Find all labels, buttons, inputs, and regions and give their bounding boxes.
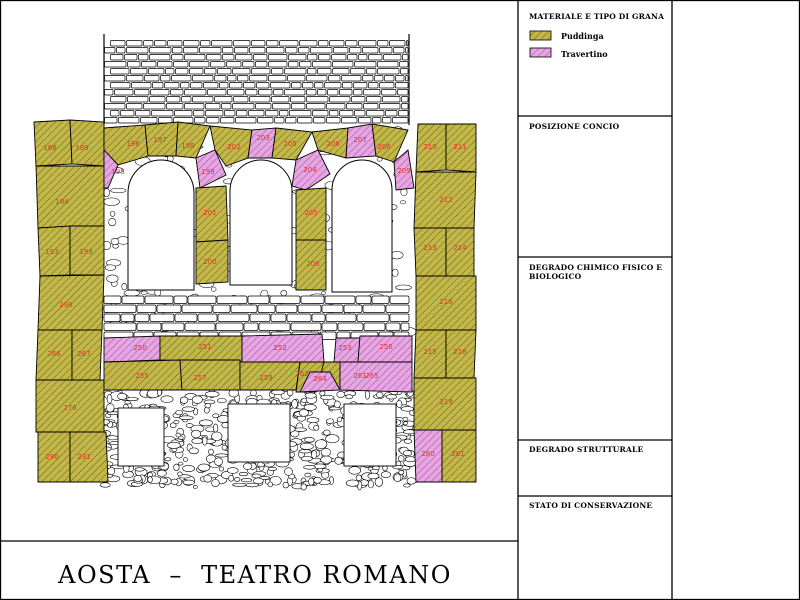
stone-label-s15: 195 xyxy=(111,168,124,176)
legend-label-puddinga: Puddinga xyxy=(561,31,604,41)
stone-label-s49: 265 xyxy=(365,372,378,380)
legend-swatch-puddinga xyxy=(529,30,552,41)
panel-title-stato: STATO DI CONSERVAZIONE xyxy=(529,501,652,510)
panel-title-degrado-strutturale: DEGRADO STRUTTURALE xyxy=(529,445,643,454)
stone-label-s42: 255 xyxy=(135,372,148,380)
stone-label-s8: 267 xyxy=(77,350,90,358)
stone-label-s4: 193 xyxy=(45,248,58,256)
stone-label-s32: 213 xyxy=(423,244,436,252)
stone-label-s5: 193 xyxy=(79,248,92,256)
stone-label-s33: 214 xyxy=(453,244,467,252)
stone-s44 xyxy=(179,359,241,391)
stone-label-s27: 205 xyxy=(304,209,317,217)
stone-s1 xyxy=(33,119,73,167)
arch-window-3 xyxy=(331,159,393,293)
stone-s17 xyxy=(209,125,253,167)
arch-window-1 xyxy=(127,159,195,291)
stone-label-s51: 281 xyxy=(451,450,464,458)
stone-label-s38: 250 xyxy=(133,344,146,352)
stone-s18 xyxy=(247,127,277,159)
legend-heading: MATERIALE E TIPO DI GRANA xyxy=(529,12,664,21)
stone-label-s12: 196 xyxy=(126,140,140,148)
legend: MATERIALE E TIPO DI GRANA Puddinga Trave… xyxy=(529,12,664,59)
stone-label-s18: 203 xyxy=(256,134,269,142)
theatre-facade-elevation: 188 189 194 193 193 298 266 267 276 290 291 196 197 1… xyxy=(33,34,477,491)
stone-labels: 188 189 194 193 193 298 266 267 276 290 291 196 197 1… xyxy=(43,134,467,461)
stone-label-s13: 197 xyxy=(153,136,166,144)
stone-label-s35: 215 xyxy=(423,348,436,356)
legend-label-travertino: Travertino xyxy=(561,49,608,59)
stone-label-s50: 280 xyxy=(421,450,434,458)
stone-blocks xyxy=(33,119,477,483)
drawing-title: AOSTA – TEATRO ROMANO xyxy=(57,561,452,589)
stone-label-s47: 262 xyxy=(295,370,308,378)
stone-s28 xyxy=(295,239,327,291)
panel-title-degrado-chimico: DEGRADO CHIMICO FISICO E BIOLOGICO xyxy=(529,263,665,281)
door-2 xyxy=(227,403,291,463)
stone-label-s16: 199 xyxy=(201,168,214,176)
openings xyxy=(117,159,397,467)
stone-label-s21: 207 xyxy=(353,136,366,144)
stone-s2 xyxy=(69,119,105,167)
stone-label-s25: 201 xyxy=(203,209,216,217)
stone-s12 xyxy=(103,124,149,166)
stone-label-s20: 208 xyxy=(326,140,339,148)
stone-label-s26: 200 xyxy=(203,258,216,266)
stone-s3 xyxy=(35,165,105,229)
stone-label-s23: 206 xyxy=(377,143,391,151)
stone-label-s43: 256 xyxy=(379,343,393,351)
stone-label-s2: 189 xyxy=(75,144,88,152)
stone-label-s31: 212 xyxy=(439,196,452,204)
legend-swatch-travertino xyxy=(529,47,552,58)
stone-label-s34: 216 xyxy=(439,298,453,306)
stone-label-s40: 252 xyxy=(273,344,286,352)
stone-s26 xyxy=(195,239,229,285)
stone-label-s30: 211 xyxy=(453,143,466,151)
wall-outline xyxy=(103,34,410,125)
upper-masonry xyxy=(104,40,409,124)
stone-label-s19: 205 xyxy=(283,140,296,148)
stone-label-s44: 257 xyxy=(193,374,206,382)
door-1 xyxy=(117,407,165,467)
stone-s24 xyxy=(393,149,415,191)
stone-s11 xyxy=(69,431,109,483)
stone-label-s9: 276 xyxy=(63,404,77,412)
stone-s33 xyxy=(445,227,475,277)
stone-s38 xyxy=(103,335,161,363)
stone-s16 xyxy=(195,149,227,189)
stone-s22 xyxy=(291,149,331,191)
arch-window-2 xyxy=(229,159,293,286)
stone-label-s14: 198 xyxy=(181,142,194,150)
stone-label-s46: 261 xyxy=(353,372,366,380)
stone-label-s1: 188 xyxy=(43,144,56,152)
stone-label-s39: 251 xyxy=(198,343,211,351)
door-3 xyxy=(343,403,397,467)
stone-label-s22: 204 xyxy=(303,166,317,174)
stone-s51 xyxy=(441,429,477,483)
stone-label-s37: 219 xyxy=(439,398,452,406)
stone-label-s41: 253 xyxy=(338,344,351,352)
stone-label-s45: 259 xyxy=(259,374,272,382)
stone-s14 xyxy=(175,121,211,159)
stone-label-s3: 194 xyxy=(55,198,69,206)
stone-label-s11: 291 xyxy=(77,453,90,461)
stone-label-s28: 206 xyxy=(306,260,320,268)
stone-label-s7: 266 xyxy=(47,350,61,358)
stone-s32 xyxy=(413,227,447,277)
stone-label-s17: 202 xyxy=(227,143,240,151)
stone-label-s10: 290 xyxy=(45,453,58,461)
stone-s15 xyxy=(103,148,119,189)
stone-label-s24: 209 xyxy=(397,167,410,175)
stone-label-s48: 264 xyxy=(313,375,327,383)
stone-label-s29: 210 xyxy=(423,143,436,151)
stone-s49 xyxy=(339,361,413,393)
stone-label-s36: 218 xyxy=(453,348,466,356)
stone-label-s6: 298 xyxy=(59,301,72,309)
panel-title-posizione: POSIZIONE CONCIO xyxy=(529,122,620,131)
